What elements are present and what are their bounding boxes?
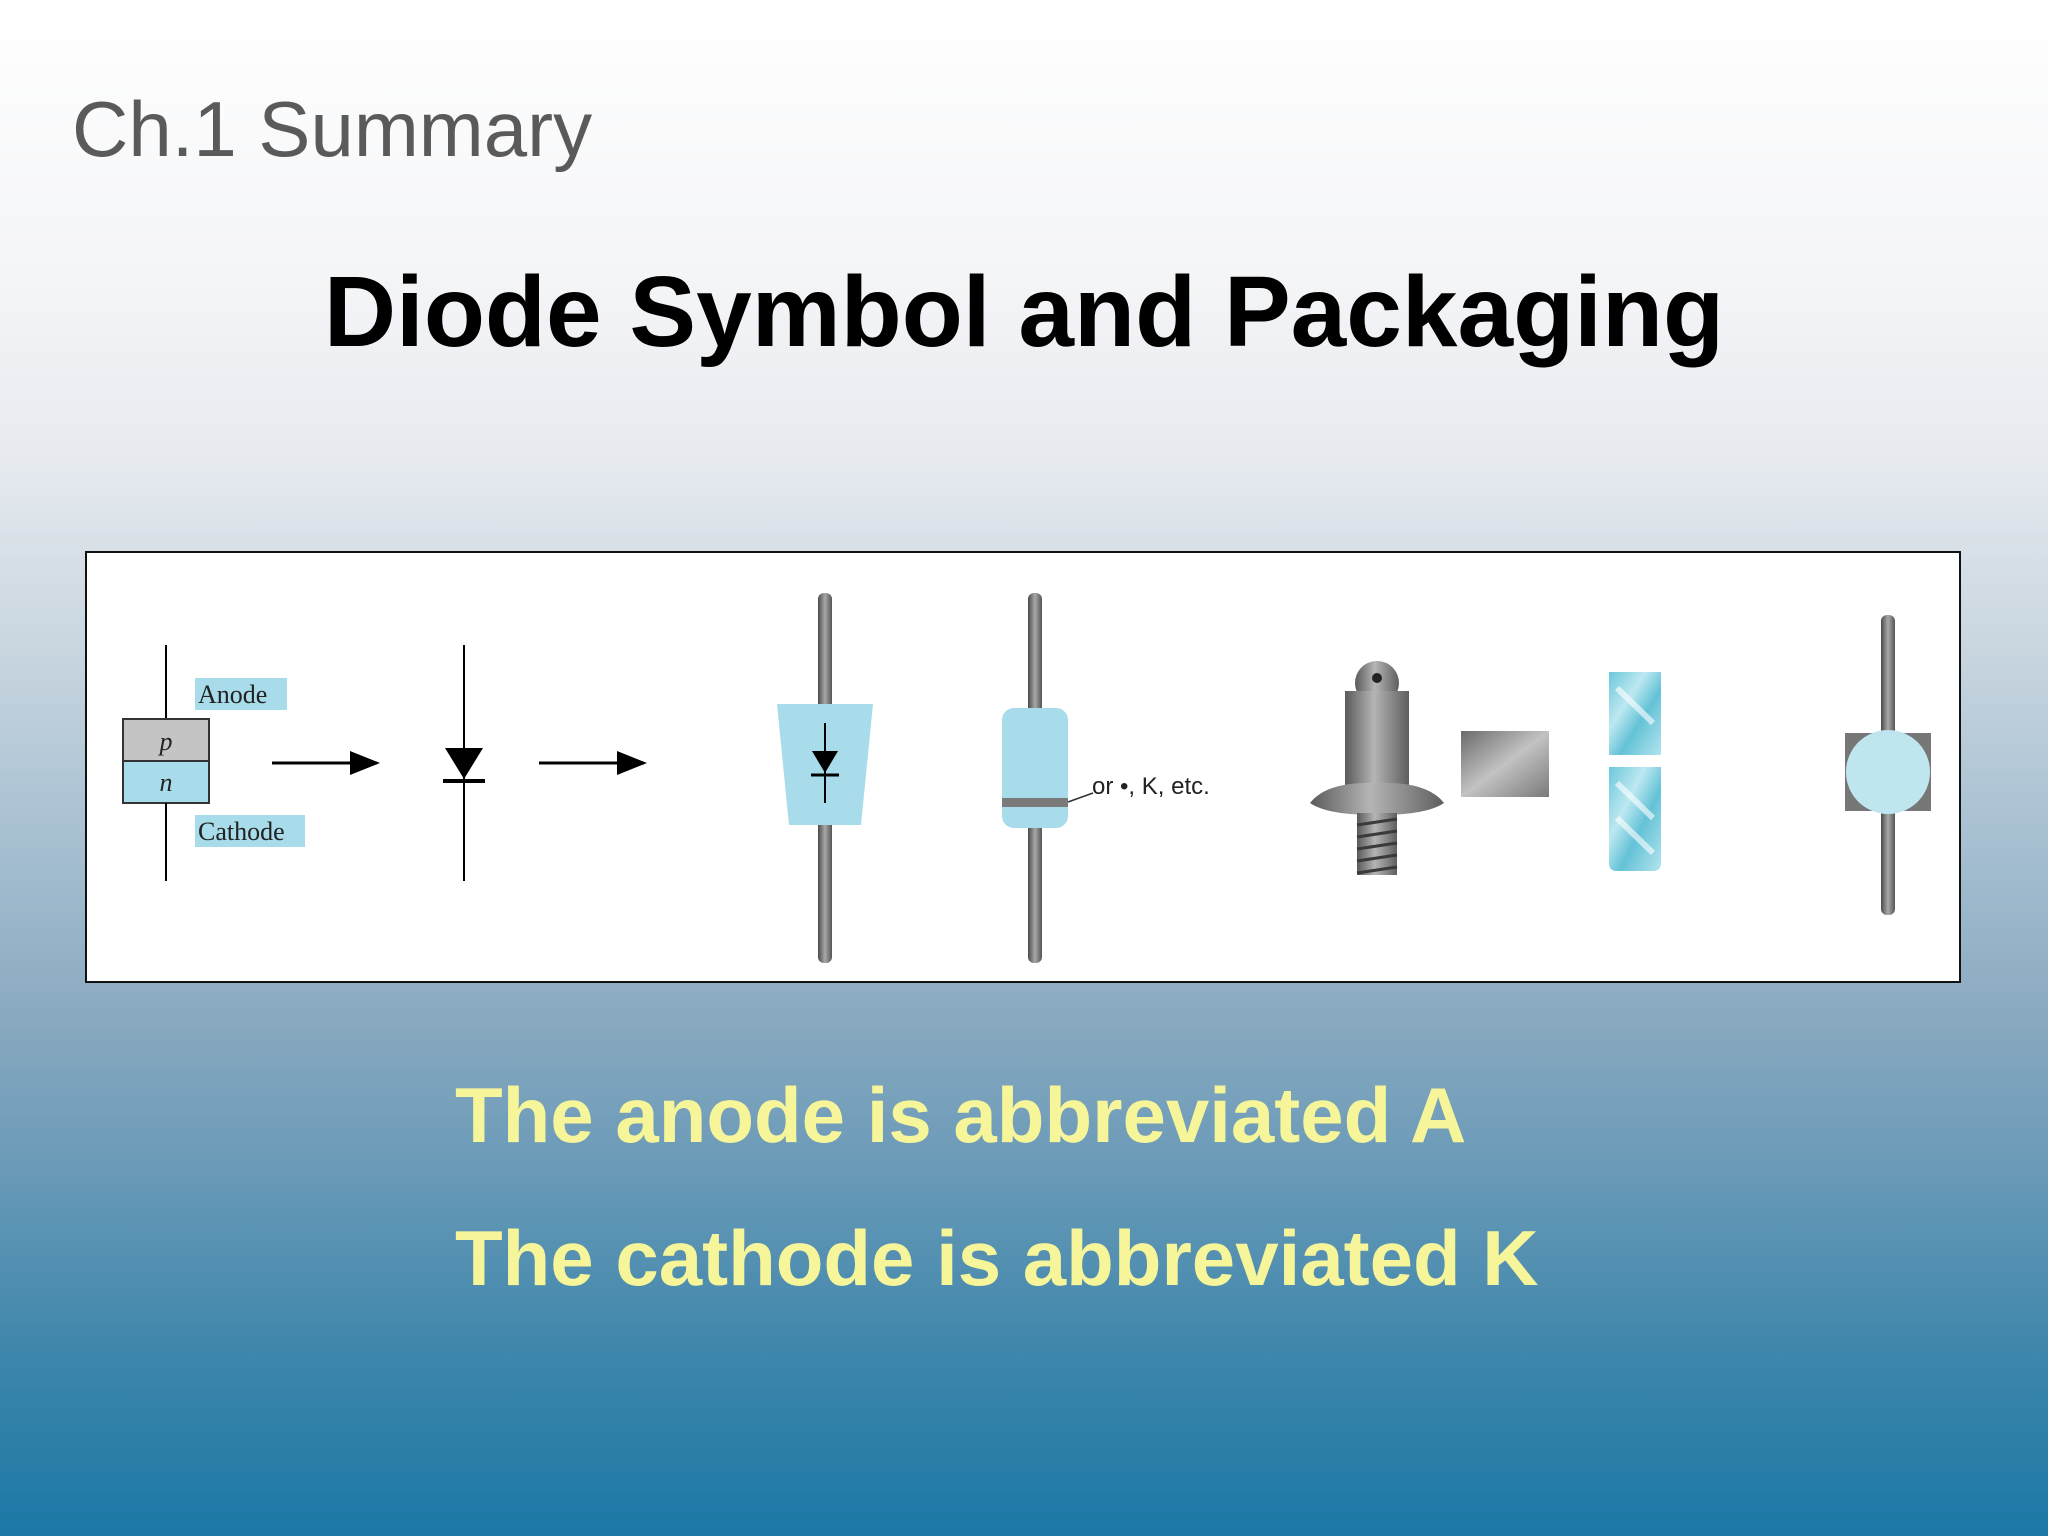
- slide-title: Diode Symbol and Packaging: [323, 256, 1725, 368]
- diode-triangle-icon: [445, 748, 483, 779]
- n-label: n: [160, 768, 173, 797]
- band-note: or •, K, etc.: [1092, 773, 1210, 800]
- cathode-band: [1002, 798, 1068, 807]
- diode-stud-package: [1310, 661, 1444, 875]
- diode-trapezoid-package: [777, 593, 873, 963]
- diode-schematic-symbol: [443, 645, 485, 881]
- bullet-anode: The anode is abbreviated A: [455, 1071, 1467, 1159]
- bullet-cathode: The cathode is abbreviated K: [455, 1214, 1539, 1302]
- diode-chip-package: [1461, 731, 1549, 797]
- diode-figure: p n Anode Cathode: [85, 551, 1961, 983]
- p-label: p: [158, 727, 173, 756]
- diode-figure-svg: p n Anode Cathode: [122, 593, 1931, 963]
- anode-label-bg: [195, 678, 287, 710]
- diode-cylinder-package: or •, K, etc.: [1002, 593, 1210, 963]
- diode-triangle-icon: [812, 751, 838, 773]
- section-label: Ch.1 Summary: [72, 85, 593, 173]
- diode-glass-package: [1609, 672, 1661, 871]
- n-region: [122, 760, 210, 804]
- cathode-label: Cathode: [198, 817, 285, 846]
- pn-junction-diagram: p n Anode Cathode: [122, 645, 305, 881]
- diode-round-package: [1845, 615, 1931, 915]
- cathode-label-bg: [195, 815, 305, 847]
- anode-label: Anode: [198, 680, 267, 709]
